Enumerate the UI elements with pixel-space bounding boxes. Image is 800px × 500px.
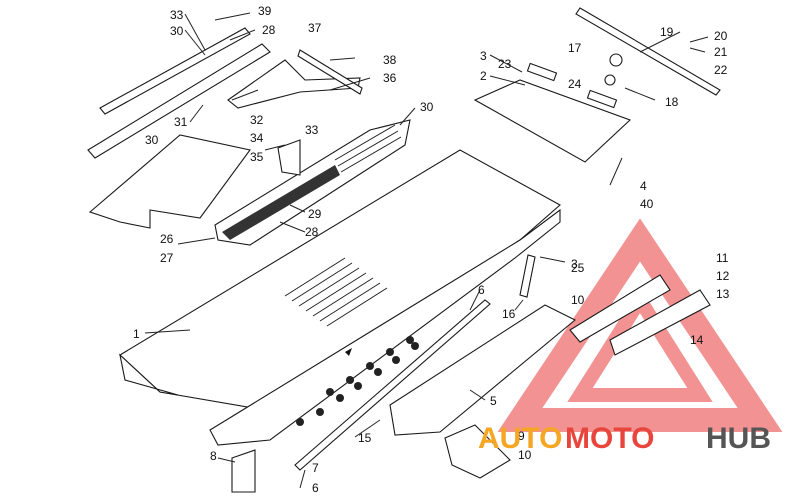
part-label: 2 (480, 69, 487, 83)
part-label: 3 (480, 49, 487, 63)
part-label: 13 (716, 287, 730, 301)
watermark-brand-text: AUTO MOTO HUB (478, 422, 771, 455)
part-label: 22 (714, 63, 728, 77)
stud-bar-part (519, 254, 536, 298)
mount-plate-part (231, 449, 256, 493)
part-label: 40 (640, 197, 654, 211)
part-label: 36 (383, 71, 397, 85)
part-label: 4 (640, 179, 647, 193)
part-label: 29 (308, 207, 322, 221)
watermark-auto: AUTO (478, 422, 562, 455)
bracket-part (277, 139, 301, 176)
part-label: 20 (714, 29, 728, 43)
watermark-moto: MOTO (565, 422, 654, 455)
part-label: 6 (312, 481, 319, 495)
part-label: 33 (305, 123, 319, 137)
part-label: 26 (160, 232, 174, 246)
part-label: 28 (305, 225, 319, 239)
part-label: 16 (502, 307, 516, 321)
snow-flap-part (575, 7, 721, 96)
tunnel-part (119, 149, 561, 446)
part-label: 24 (568, 77, 582, 91)
part-label: 32 (250, 113, 264, 127)
rear-flap-part (88, 134, 251, 229)
part-label: 10 (518, 448, 532, 462)
step-plate-parts (569, 274, 711, 356)
part-label: 7 (312, 461, 319, 475)
part-label: 12 (716, 269, 730, 283)
part-label: 8 (210, 449, 217, 463)
part-label: 28 (262, 23, 276, 37)
part-label: 21 (714, 45, 728, 59)
part-label: 17 (568, 41, 582, 55)
part-label: 14 (690, 333, 704, 347)
part-label: 35 (250, 150, 264, 164)
part-label: 38 (383, 53, 397, 67)
part-label: 5 (490, 394, 497, 408)
upper-plate-part (473, 79, 632, 163)
part-label: 33 (170, 8, 184, 22)
part-label: 30 (170, 24, 184, 38)
part-labels: 1 2 3 3 4 5 6 6 7 8 9 10 10 11 12 13 14 … (133, 4, 730, 495)
part-label: 23 (498, 57, 512, 71)
part-label: 19 (660, 25, 674, 39)
part-label: 25 (571, 261, 585, 275)
part-label: 3 (571, 257, 578, 271)
side-rail-part (389, 304, 576, 436)
part-label: 1 (133, 327, 140, 341)
rear-rail-parts (87, 27, 363, 159)
tunnel-holes (296, 336, 419, 426)
part-label: 6 (478, 283, 485, 297)
part-label: 11 (716, 251, 729, 265)
footrest-bracket-part (444, 424, 511, 479)
part-label: 31 (174, 115, 188, 129)
tunnel-strip-part (294, 299, 491, 471)
part-label: 15 (358, 431, 372, 445)
part-label: 30 (145, 133, 159, 147)
part-label: 9 (518, 429, 525, 443)
part-label: 18 (665, 95, 679, 109)
tunnel-vent-slots (284, 257, 388, 327)
part-label: 37 (308, 21, 322, 35)
fastener-parts (526, 53, 623, 109)
part-label: 30 (420, 100, 434, 114)
watermark-hub: HUB (706, 422, 771, 455)
part-label: 34 (250, 131, 264, 145)
part-label: 10 (571, 293, 585, 307)
part-label: 27 (160, 251, 174, 265)
rear-grille-part (214, 119, 411, 246)
part-label: 39 (258, 4, 272, 18)
leader-lines (144, 12, 709, 489)
